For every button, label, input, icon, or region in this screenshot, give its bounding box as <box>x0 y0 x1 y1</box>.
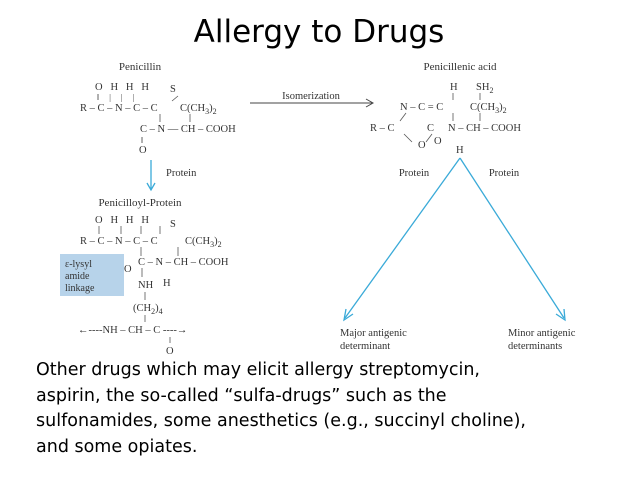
penicilloyl-h: H <box>163 278 171 289</box>
body-text: Other drugs which may elicit allergy str… <box>36 358 626 460</box>
penicillenic-n-ch: N – CH – COOH <box>448 123 521 134</box>
penicillin-sulfur: S <box>170 84 176 95</box>
penicilloyl-chain: ←----NH – CH – C ----→ <box>78 325 187 336</box>
protein-arrows <box>146 157 566 322</box>
penicillenic-r-c: R – C <box>370 123 395 134</box>
slide-title: Allergy to Drugs <box>193 14 445 50</box>
penicillin-top-atoms: O H H H <box>95 82 149 93</box>
penicillin-o-bottom: O <box>139 145 147 156</box>
minor-determinant-line1: Minor antigenic <box>508 328 576 339</box>
penicilloyl-top-atoms: O H H H <box>95 215 149 226</box>
penicilloyl-ring: C – N – CH – COOH <box>138 257 229 268</box>
body-line-3: sulfonamides, some anesthetics (e.g., su… <box>36 411 526 431</box>
isomerization-label: Isomerization <box>282 91 340 102</box>
penicillin-label: Penicillin <box>119 61 162 73</box>
penicilloyl-dimethyl: C(CH3)2 <box>185 236 222 249</box>
penicillin-dbl-bond: ‖ <box>141 136 143 145</box>
linkage-line-1: ε-lysyl <box>65 259 92 270</box>
penicillenic-h: H <box>450 82 458 93</box>
penicilloyl-label: Penicilloyl-Protein <box>98 197 182 209</box>
penicillenic-h2: H <box>456 145 464 156</box>
linkage-box <box>60 254 124 296</box>
penicilloyl-nh: NH <box>138 280 154 291</box>
body-line-4: and some opiates. <box>36 436 198 457</box>
body-line-1: Other drugs which may elicit allergy str… <box>36 360 480 380</box>
penicillenic-o2: O <box>434 136 442 147</box>
body-line-2: aspirin, the so-called “sulfa-drugs” suc… <box>36 385 447 406</box>
protein-label-mid: Protein <box>399 168 430 179</box>
penicillin-dimethyl: C(CH3)2 <box>180 103 217 116</box>
penicillenic-acid-structure: Penicillenic acid H SH2 N – C = C C(CH3)… <box>370 61 521 156</box>
penicillenic-label: Penicillenic acid <box>424 61 497 73</box>
protein-label-right: Protein <box>489 168 520 179</box>
penicilloyl-protein-structure: Penicilloyl-Protein O H H H S R – C – N … <box>60 197 229 357</box>
penicillin-main-chain: R – C – N – C – C <box>80 103 158 114</box>
penicilloyl-o-left: O <box>124 264 132 275</box>
penicilloyl-ch2: (CH2)4 <box>133 303 163 316</box>
penicilloyl-main-chain: R – C – N – C – C <box>80 236 158 247</box>
protein-label-left: Protein <box>166 168 197 179</box>
penicillin-ring: C – N — CH – COOH <box>140 124 236 135</box>
major-determinant-line1: Major antigenic <box>340 328 407 339</box>
penicillenic-c: C <box>427 123 434 134</box>
linkage-line-2: amide <box>65 271 90 282</box>
penicillenic-dimethyl: C(CH3)2 <box>470 102 507 115</box>
penicilloyl-o-chain: O <box>166 346 174 357</box>
penicillin-structure: Penicillin O H H H ‖ | | | S R – C – N –… <box>80 61 236 156</box>
penicillenic-o1: O <box>418 140 426 151</box>
antigenic-determinants: Major antigenic determinant Minor antige… <box>340 328 576 352</box>
penicillin-top-bonds: ‖ | | | <box>97 93 134 102</box>
penicillenic-ring-top: N – C = C <box>400 102 443 113</box>
isomerization-arrow: Isomerization <box>250 91 375 108</box>
minor-determinant-line2: determinants <box>508 341 562 352</box>
major-determinant-line2: determinant <box>340 341 390 352</box>
penicillenic-sh2: SH2 <box>476 82 493 95</box>
penicilloyl-sulfur: S <box>170 219 176 230</box>
linkage-line-3: linkage <box>65 283 95 294</box>
